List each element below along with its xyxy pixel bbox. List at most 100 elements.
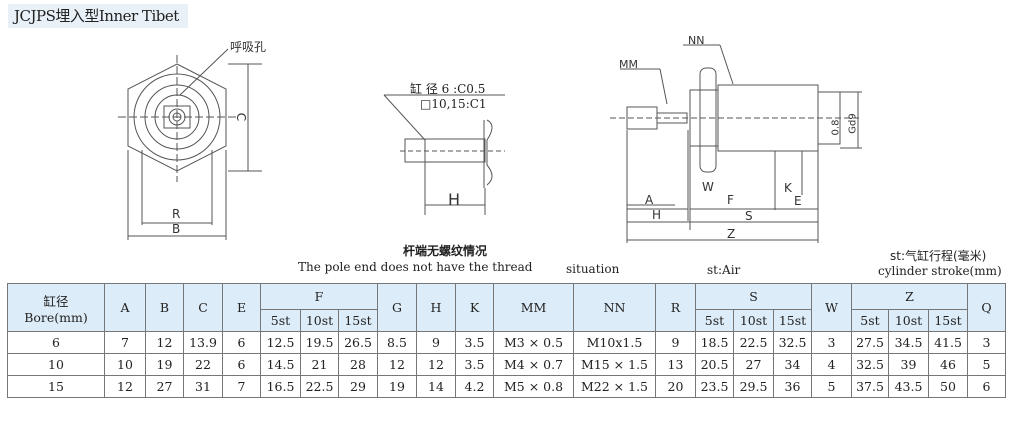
sub-15st: 15st	[338, 309, 378, 332]
table-cell: 28	[338, 353, 378, 376]
table-cell: 19	[377, 375, 417, 398]
header-MM: MM	[493, 283, 574, 332]
table-cell: 12	[145, 331, 184, 354]
header-A: A	[104, 283, 146, 332]
table-cell: 31	[183, 375, 223, 398]
sub-15st: 15st	[773, 309, 812, 332]
stroke-caption-cn: st:气缸行程(毫米)	[890, 249, 987, 263]
situation-caption: situation	[566, 262, 620, 276]
table-cell: M15 × 1.5	[573, 353, 656, 376]
st-air-caption: st:Air	[707, 263, 741, 277]
header-H: H	[416, 283, 456, 332]
sub-10st: 10st	[888, 309, 929, 332]
table-cell: 12.5	[260, 331, 301, 354]
rod-end-drawing	[383, 94, 505, 215]
table-cell: 6	[967, 375, 1006, 398]
pole-caption-en: The pole end does not have the thread	[298, 260, 533, 274]
table-cell: 5	[811, 375, 852, 398]
dim-R-label: R	[172, 207, 181, 221]
dim-W-label: W	[702, 180, 714, 194]
header-E: E	[222, 283, 261, 332]
table-cell: 15	[7, 375, 105, 398]
table-cell: 9	[416, 331, 456, 354]
table-cell: 50	[928, 375, 968, 398]
table-cell: 6	[222, 331, 261, 354]
table-cell: 13	[655, 353, 696, 376]
table-cell: 39	[888, 353, 929, 376]
bore-header-cn: 缸径	[43, 293, 69, 309]
page-title: JCJPS埋入型Inner Tibet	[8, 4, 188, 28]
table-cell: 12	[104, 375, 146, 398]
table-cell: 32.5	[851, 353, 889, 376]
table-cell: 22.5	[300, 375, 339, 398]
table-cell: 3	[811, 331, 852, 354]
header-S: S	[695, 283, 812, 310]
table-cell: 14	[416, 375, 456, 398]
table-cell: 8.5	[377, 331, 417, 354]
table-cell: 7	[222, 375, 261, 398]
table-cell: M10x1.5	[573, 331, 656, 354]
chamfer-note-1: 缸 径 6 :C0.5	[410, 82, 486, 96]
technical-drawings	[118, 44, 862, 243]
sub-5st: 5st	[851, 309, 889, 332]
stroke-caption-en: cylinder stroke(mm)	[878, 264, 1002, 278]
table-cell: 12	[377, 353, 417, 376]
sub-5st: 5st	[695, 309, 734, 332]
NN-label: NN	[688, 34, 705, 47]
table-cell: 41.5	[928, 331, 968, 354]
table-cell: M5 × 0.8	[493, 375, 574, 398]
table-cell: 6	[222, 353, 261, 376]
dim-0.8-label: 0.8	[830, 119, 842, 136]
table-cell: 19	[145, 353, 184, 376]
table-cell: 7	[104, 331, 146, 354]
table-cell: 32.5	[773, 331, 812, 354]
header-Q: Q	[967, 283, 1006, 332]
header-F: F	[260, 283, 378, 310]
table-cell: 4	[811, 353, 852, 376]
table-cell: 3.5	[455, 353, 494, 376]
dim-A-label: A	[645, 193, 654, 207]
table-cell: 20	[655, 375, 696, 398]
table-cell: 3.5	[455, 331, 494, 354]
table-cell: 27.5	[851, 331, 889, 354]
table-cell: 23.5	[695, 375, 734, 398]
table-cell: 27	[145, 375, 184, 398]
table-cell: 37.5	[851, 375, 889, 398]
table-cell: M4 × 0.7	[493, 353, 574, 376]
dim-B-label: B	[172, 222, 181, 236]
dim-K-label: K	[784, 181, 792, 195]
bore-header-en: Bore(mm)	[24, 309, 88, 325]
header-G: G	[377, 283, 417, 332]
sub-5st: 5st	[260, 309, 301, 332]
table-cell: 26.5	[338, 331, 378, 354]
table-cell: 22.5	[733, 331, 774, 354]
table-cell: 22	[183, 353, 223, 376]
table-cell: 36	[773, 375, 812, 398]
header-B: B	[145, 283, 184, 332]
sub-10st: 10st	[733, 309, 774, 332]
table-cell: 16.5	[260, 375, 301, 398]
table-cell: 19.5	[300, 331, 339, 354]
table-cell: M22 × 1.5	[573, 375, 656, 398]
table-cell: 13.9	[183, 331, 223, 354]
table-cell: 9	[655, 331, 696, 354]
sub-10st: 10st	[300, 309, 339, 332]
header-K: K	[455, 283, 494, 332]
table-cell: 6	[7, 331, 105, 354]
table-cell: 21	[300, 353, 339, 376]
table-cell: 14.5	[260, 353, 301, 376]
table-cell: 5	[967, 353, 1006, 376]
header-W: W	[811, 283, 852, 332]
dim-Gd9-label: Gd9	[847, 113, 859, 134]
dim-H2-label: H	[652, 208, 662, 222]
table-cell: 18.5	[695, 331, 734, 354]
header-R: R	[655, 283, 696, 332]
dim-C-label: C	[234, 112, 249, 122]
table-cell: 29.5	[733, 375, 774, 398]
table-cell: M3 × 0.5	[493, 331, 574, 354]
